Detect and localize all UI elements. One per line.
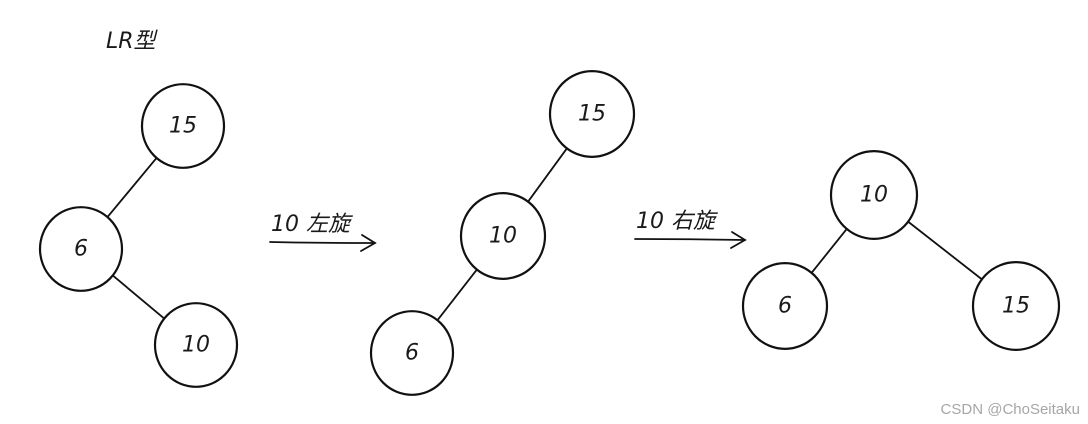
tree-node-circle [153,302,239,388]
tree-node-label: 6 [405,341,419,366]
tree-node-label: 10 [860,183,888,208]
tree-edge [110,273,167,321]
transition-arrow-right-rotate: 10 右旋 [634,209,747,249]
tree-node-circle [369,310,455,396]
tree-node-label: 15 [169,114,197,139]
tree-node: 10 [153,302,239,388]
tree-node: 15 [971,261,1061,351]
tree-node: 6 [741,262,829,350]
transition-arrow-left-rotate: 10 左旋 [269,212,377,252]
tree-node-label: 15 [1002,294,1030,319]
tree-node: 10 [829,150,919,240]
tree-node: 10 [459,192,547,280]
tree-node-circle [38,206,124,292]
tree-edge [435,266,480,324]
tree-edge [905,219,985,282]
arrow-shaft [634,238,746,241]
tree-node-circle [459,192,547,280]
arrow-head [730,231,747,249]
tree-node-label: 6 [778,294,792,319]
edges-layer [104,145,985,324]
diagram-title: LR型 [106,29,159,54]
tree-node-label: 10 [182,333,210,358]
tree-node-label: 6 [74,237,88,262]
tree-node-circle [829,150,919,240]
tree-node-circle [971,261,1061,351]
tree-edge [104,155,160,220]
transition-label-left-rotate: 10 左旋 [271,212,353,237]
tree-node: 6 [369,310,455,396]
arrow-head [360,234,377,252]
tree-node: 15 [548,70,636,158]
tree-node-circle [548,70,636,158]
tree-node-circle [140,83,226,169]
watermark: CSDN @ChoSeitaku [940,401,1080,418]
tree-node: 6 [38,206,124,292]
tree-node-label: 15 [578,102,606,127]
nodes-layer: 15 6 10 15 10 6 10 6 15 [38,70,1061,396]
arrow-shaft [269,241,376,244]
tree-node-circle [741,262,829,350]
transition-label-right-rotate: 10 右旋 [636,209,718,234]
tree-node: 15 [140,83,226,169]
tree-edge [809,226,850,276]
tree-node-label: 10 [489,224,517,249]
tree-edge [525,145,570,205]
